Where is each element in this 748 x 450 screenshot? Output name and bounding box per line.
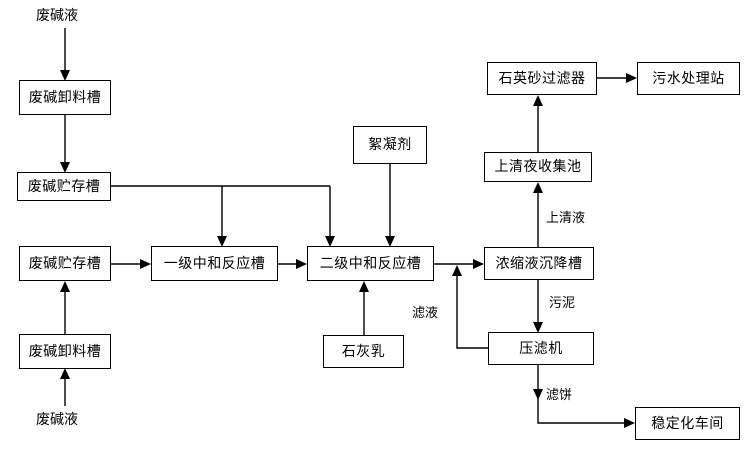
inlet-label-text: 废碱液 <box>36 412 78 428</box>
edge-filtrate-return <box>456 272 488 349</box>
arrowhead-reactor2-bottom <box>359 281 369 292</box>
node-unload-tank-top[interactable]: 废碱卸料槽 <box>19 80 111 115</box>
node-label: 浓缩液沉降槽 <box>495 255 583 272</box>
arrowhead-settling-left <box>473 259 484 269</box>
arrowhead-reactor2-top-left <box>325 236 335 247</box>
arrowhead-reactor1-left <box>140 259 151 269</box>
edge-label-text: 滤液 <box>412 306 439 321</box>
node-label: 废碱卸料槽 <box>28 89 102 106</box>
arrowhead-unload-bottom <box>60 368 70 379</box>
node-supernatant-collection-pool[interactable]: 上清夜收集池 <box>484 152 592 182</box>
node-label: 废碱卸料槽 <box>28 343 102 360</box>
arrowhead-reactor1-top <box>217 236 227 247</box>
arrowhead-store-top <box>60 162 70 173</box>
arrowhead-filter-cake-down <box>533 389 543 400</box>
node-label: 稳定化车间 <box>651 415 724 432</box>
node-label: 一级中和反应槽 <box>163 255 266 272</box>
node-label: 废碱贮存槽 <box>27 178 101 195</box>
inlet-label-top: 废碱液 <box>34 8 80 24</box>
edge-filter-cake-to-stabilize <box>537 365 628 424</box>
edge-label-text: 上清液 <box>546 211 586 226</box>
edge-label-text: 滤饼 <box>546 388 573 403</box>
node-secondary-neutralization-reactor[interactable]: 二级中和反应槽 <box>307 246 434 281</box>
edge-label-text: 污泥 <box>549 296 576 311</box>
node-label: 压滤机 <box>519 340 563 357</box>
arrowhead-store-bottom <box>60 281 70 292</box>
arrowhead-reactor2-left <box>296 259 307 269</box>
inlet-label-bottom: 废碱液 <box>34 412 80 428</box>
node-label: 上清夜收集池 <box>494 159 582 175</box>
edge-label-filter-cake: 滤饼 <box>545 388 574 403</box>
arrowhead-supernatant-pool <box>533 182 543 193</box>
edge-label-sludge: 污泥 <box>548 296 577 311</box>
edge-label-supernatant: 上清液 <box>545 211 587 226</box>
edge-label-filtrate: 滤液 <box>411 306 440 321</box>
arrowhead-reactor2-top-right <box>385 236 395 247</box>
inlet-label-text: 废碱液 <box>36 8 78 24</box>
node-quartz-sand-filter[interactable]: 石英砂过滤器 <box>487 62 597 95</box>
arrowhead-unload-top <box>60 70 70 81</box>
node-flocculant[interactable]: 絮凝剂 <box>353 126 427 164</box>
node-unload-tank-bottom[interactable]: 废碱卸料槽 <box>19 334 111 369</box>
node-storage-tank-bottom[interactable]: 废碱贮存槽 <box>19 246 111 281</box>
arrowhead-filter-press <box>533 322 543 333</box>
node-stabilization-workshop[interactable]: 稳定化车间 <box>635 407 740 440</box>
node-storage-tank-top[interactable]: 废碱贮存槽 <box>17 172 111 201</box>
node-label: 污水处理站 <box>652 70 725 87</box>
node-wastewater-treatment-station[interactable]: 污水处理站 <box>637 62 740 95</box>
node-label: 絮凝剂 <box>368 137 412 153</box>
node-label: 废碱贮存槽 <box>28 255 102 272</box>
node-lime-milk[interactable]: 石灰乳 <box>323 335 404 368</box>
arrowhead-stabilize-shop <box>624 418 635 428</box>
node-label: 二级中和反应槽 <box>319 255 422 272</box>
node-label: 石灰乳 <box>341 343 386 360</box>
node-primary-neutralization-reactor[interactable]: 一级中和反应槽 <box>151 246 278 281</box>
arrowhead-wastewater-plant <box>626 73 637 83</box>
node-concentrate-settling-tank[interactable]: 浓缩液沉降槽 <box>484 247 594 280</box>
node-filter-press[interactable]: 压滤机 <box>488 332 594 365</box>
node-label: 石英砂过滤器 <box>498 70 586 87</box>
arrowhead-filtrate-return <box>452 265 462 276</box>
arrowhead-sand-filter <box>533 95 543 106</box>
